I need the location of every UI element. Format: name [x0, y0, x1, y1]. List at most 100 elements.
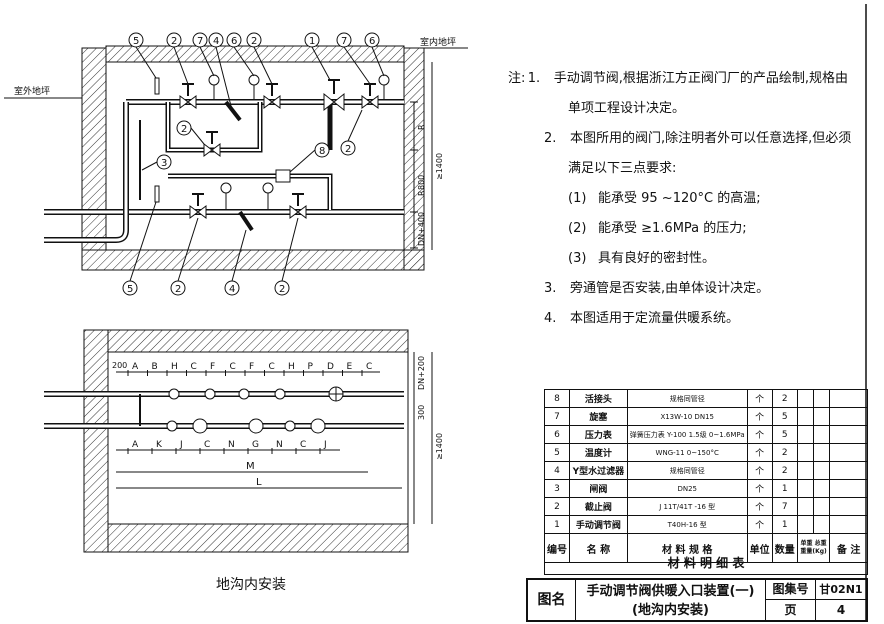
row-w1 [796, 479, 815, 498]
note-3-text: 旁通管是否安装,由单体设计决定。 [570, 281, 770, 296]
thermometer-2 [154, 185, 160, 203]
note-2-3-text: 具有良好的密封性。 [598, 251, 716, 266]
pressure-gauge-2 [248, 74, 260, 100]
bypass-valve [203, 131, 221, 157]
row-spec: 规格同管径 [626, 461, 748, 480]
row-spec: J 11T/41T -16 型 [626, 497, 748, 516]
y-strainer-1 [224, 100, 242, 122]
callout-top-4: 4 [208, 32, 233, 111]
plan-letter: C [300, 440, 306, 450]
dim-200: 200 [112, 361, 127, 370]
dim-300: 300 [417, 405, 426, 420]
row-w2 [813, 479, 831, 498]
notes: 注: 1. 手动调节阀,根据浙江方正阀门厂的产品绘制,规格由 单项工程设计决定。… [508, 64, 851, 334]
svg-text:4: 4 [213, 36, 219, 47]
dim-800: 800 [417, 175, 426, 190]
y-strainer-2 [238, 210, 254, 232]
callout-bottom-3: 4 [224, 229, 247, 296]
row-spec: X13W-10 DN15 [626, 407, 748, 426]
row-w2 [813, 461, 831, 480]
plan-letter: N [276, 440, 283, 450]
svg-text:6: 6 [369, 36, 375, 47]
row-w1 [796, 389, 815, 408]
row-remark [829, 515, 868, 534]
row-name: 压力表 [569, 425, 628, 444]
dim-r2: R [417, 190, 426, 196]
svg-text:2: 2 [279, 284, 285, 295]
valve-return-2 [289, 193, 307, 219]
hdr-remark: 备 注 [829, 533, 868, 563]
tb-title-line-2: (地沟内安装) [632, 603, 709, 618]
row-qty: 2 [771, 443, 798, 462]
row-remark [829, 425, 868, 444]
callout-top-7: 1 [304, 32, 331, 81]
plan-letter: C [204, 440, 210, 450]
row-remark [829, 443, 868, 462]
row-name: 截止阀 [569, 497, 628, 516]
svg-text:2: 2 [171, 36, 177, 47]
materials-title: 材 料 明 细 表 [544, 553, 868, 575]
row-w1 [796, 407, 815, 426]
row-qty: 2 [771, 389, 798, 408]
plan-letter: C [269, 362, 275, 372]
row-remark [829, 497, 868, 516]
svg-text:3: 3 [161, 158, 167, 169]
elev-floor [81, 249, 425, 271]
callout-top-6: 2 [246, 32, 273, 85]
row-unit: 个 [746, 497, 773, 516]
row-no: 4 [544, 461, 570, 480]
row-name: 手动调节阀 [569, 515, 628, 534]
row-name: 旋塞 [569, 407, 628, 426]
svg-text:1: 1 [309, 36, 315, 47]
callout-top-1: 5 [128, 32, 157, 79]
plan-letter: F [210, 362, 215, 372]
elev-trench-inner [105, 61, 405, 251]
elev-dimensions: R R 800 ≥1400 DN+400 [410, 62, 444, 250]
hdr-weight: 单重 总重 重量(Kg) [796, 533, 831, 563]
row-w1 [796, 461, 815, 480]
callout-bottom-1: 5 [122, 201, 157, 296]
note-1-row-2: 单项工程设计决定。 [508, 94, 848, 124]
hdr-wunit: 重量(Kg) [800, 548, 827, 555]
row-qty: 7 [771, 497, 798, 516]
row-w1 [796, 515, 815, 534]
note-2-1-text: 能承受 95 ~120°C 的高温; [598, 191, 761, 206]
note-3-num: 3. [544, 281, 557, 296]
svg-text:7: 7 [341, 36, 347, 47]
note-4-row: 4.本图适用于定流量供暖系统。 [508, 304, 848, 334]
row-no: 1 [544, 515, 570, 534]
manual-balancing-valve [323, 79, 345, 112]
plan-letter: H [171, 362, 178, 372]
note-1-line-2: 单项工程设计决定。 [568, 101, 686, 116]
hdr-no: 编号 [544, 533, 570, 563]
tb-title-line-1: 手动调节阀供暖入口装置(一) [586, 584, 755, 599]
valve-return-1 [189, 193, 207, 219]
note-2-row: 2.本图所用的阀门,除注明者外可以任意选择,但必须 [508, 124, 851, 154]
plan-letter: K [156, 440, 163, 450]
note-1-line-1: 手动调节阀,根据浙江方正阀门厂的产品绘制,规格由 [553, 71, 848, 86]
dim-r1: R [417, 124, 426, 130]
note-2-2-text: 能承受 ≥1.6MPa 的压力; [598, 221, 747, 236]
callout-bottom-2: 2 [170, 217, 199, 296]
pressure-gauge-5 [262, 182, 274, 210]
dim-m: M [246, 461, 255, 472]
elevation-view: 室外地坪 室内地坪 [4, 32, 468, 296]
callout-top-2: 2 [166, 32, 189, 85]
row-name: 闸阀 [569, 479, 628, 498]
svg-text:8: 8 [319, 146, 325, 157]
note-2-2-row: (2)能承受 ≥1.6MPa 的压力; [508, 214, 848, 244]
callout-top-3: 7 [192, 32, 215, 77]
row-unit: 个 [746, 389, 773, 408]
note-2-3-num: (3) [568, 251, 587, 266]
tb-atlas-label: 图集号 [766, 580, 816, 600]
svg-text:2: 2 [251, 36, 257, 47]
tb-atlas-no: 甘02N1 [816, 580, 866, 600]
row-qty: 2 [771, 461, 798, 480]
svg-text:2: 2 [175, 284, 181, 295]
notes-lead: 注: [508, 71, 526, 86]
